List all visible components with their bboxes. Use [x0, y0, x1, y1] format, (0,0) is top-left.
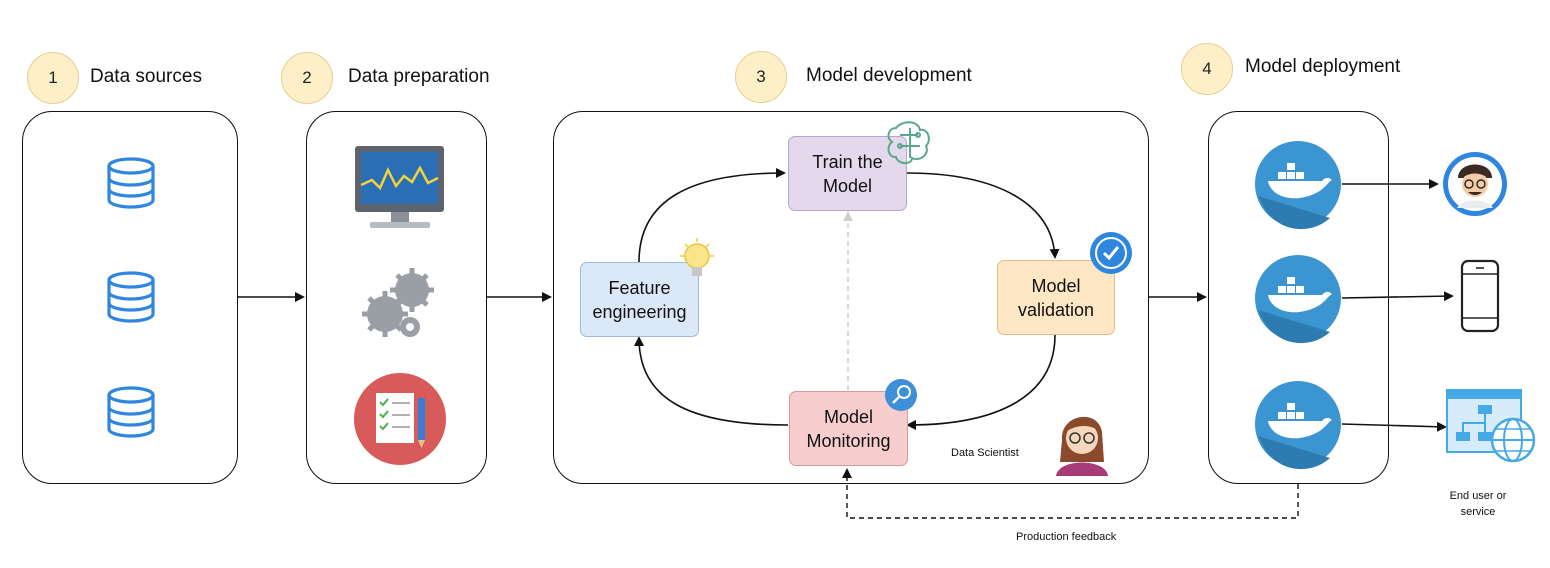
user-avatar-icon — [1443, 152, 1507, 216]
database-icon — [107, 157, 155, 209]
lightbulb-icon — [680, 238, 714, 276]
step-1-title: Data sources — [90, 66, 202, 87]
arrow-train-to-validation — [905, 172, 1060, 259]
verified-check-icon — [1090, 232, 1132, 274]
checklist-icon — [354, 373, 446, 465]
step-4-title: Model deployment — [1245, 56, 1401, 77]
arrow-monitoring-to-feature — [634, 336, 789, 426]
arrow-deploy-2 — [1341, 291, 1454, 302]
smartphone-icon — [1460, 259, 1500, 333]
production-feedback-label: Production feedback — [1016, 531, 1117, 543]
step-1-badge: 1 — [27, 52, 79, 104]
brain-circuit-icon — [887, 121, 930, 165]
docker-icon — [1255, 255, 1341, 344]
step-2-title: Data preparation — [348, 66, 490, 87]
arrow-deploy-3 — [1341, 421, 1447, 432]
web-service-icon — [1446, 389, 1536, 463]
step-2-badge: 2 — [281, 52, 333, 104]
docker-icon — [1255, 381, 1341, 470]
arrow-validation-to-monitoring — [906, 334, 1056, 430]
data-scientist-label: Data Scientist — [951, 447, 1019, 459]
docker-icon — [1255, 141, 1341, 230]
step-4-badge: 4 — [1181, 43, 1233, 95]
step-3-title: Model development — [806, 65, 972, 86]
arrow-feature-to-train — [638, 168, 786, 263]
end-user-label: End user or service — [1449, 490, 1507, 518]
step-3-badge: 3 — [735, 51, 787, 103]
gears-icon — [362, 268, 434, 337]
data-scientist-avatar-icon — [1056, 416, 1108, 476]
production-feedback-line — [842, 468, 1299, 519]
monitor-chart-icon — [355, 146, 444, 228]
magnifier-icon — [885, 379, 917, 411]
database-icon — [107, 271, 155, 323]
database-icon — [107, 386, 155, 438]
